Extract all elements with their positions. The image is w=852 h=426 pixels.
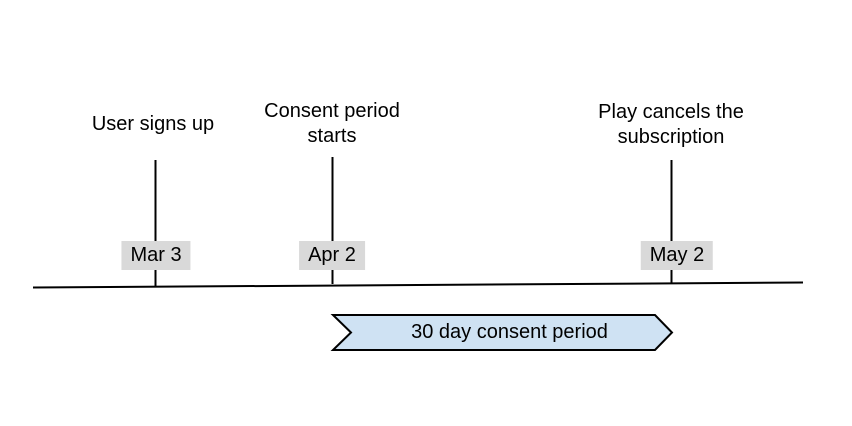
consent-period-banner-label: 30 day consent period	[411, 321, 608, 343]
date-badge-mar3: Mar 3	[121, 241, 191, 270]
timeline-line	[32, 281, 804, 289]
consent-period-banner-shape	[330, 314, 674, 351]
date-badge-apr2: Apr 2	[299, 241, 365, 270]
event-label-consent-period-starts: Consent period starts	[264, 100, 400, 147]
event-label-play-cancels-subscription: Play cancels the subscription	[598, 101, 744, 148]
event-label-user-signs-up: User signs up	[91, 113, 215, 135]
date-badge-may2: May 2	[640, 241, 714, 270]
